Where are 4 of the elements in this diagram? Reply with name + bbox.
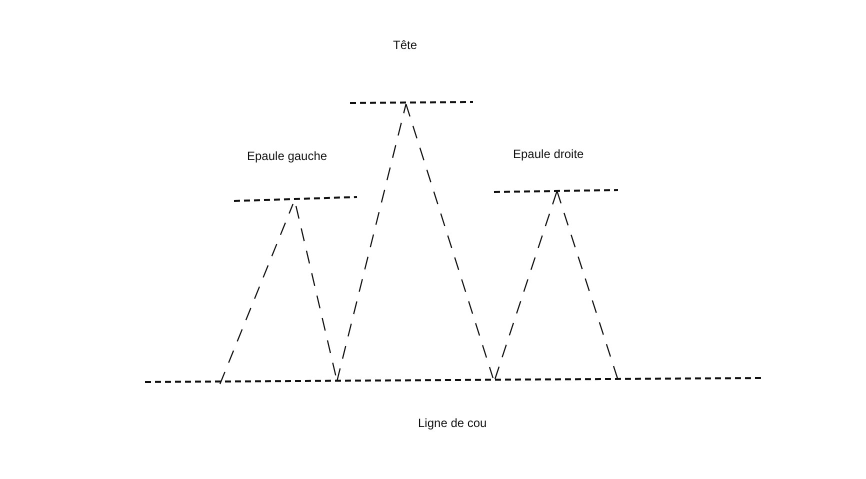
left-shoulder-label: Epaule gauche bbox=[247, 149, 328, 163]
head-label: Tête bbox=[393, 38, 418, 52]
right-shoulder-label: Epaule droite bbox=[513, 147, 584, 161]
neckline-label: Ligne de cou bbox=[418, 416, 487, 430]
